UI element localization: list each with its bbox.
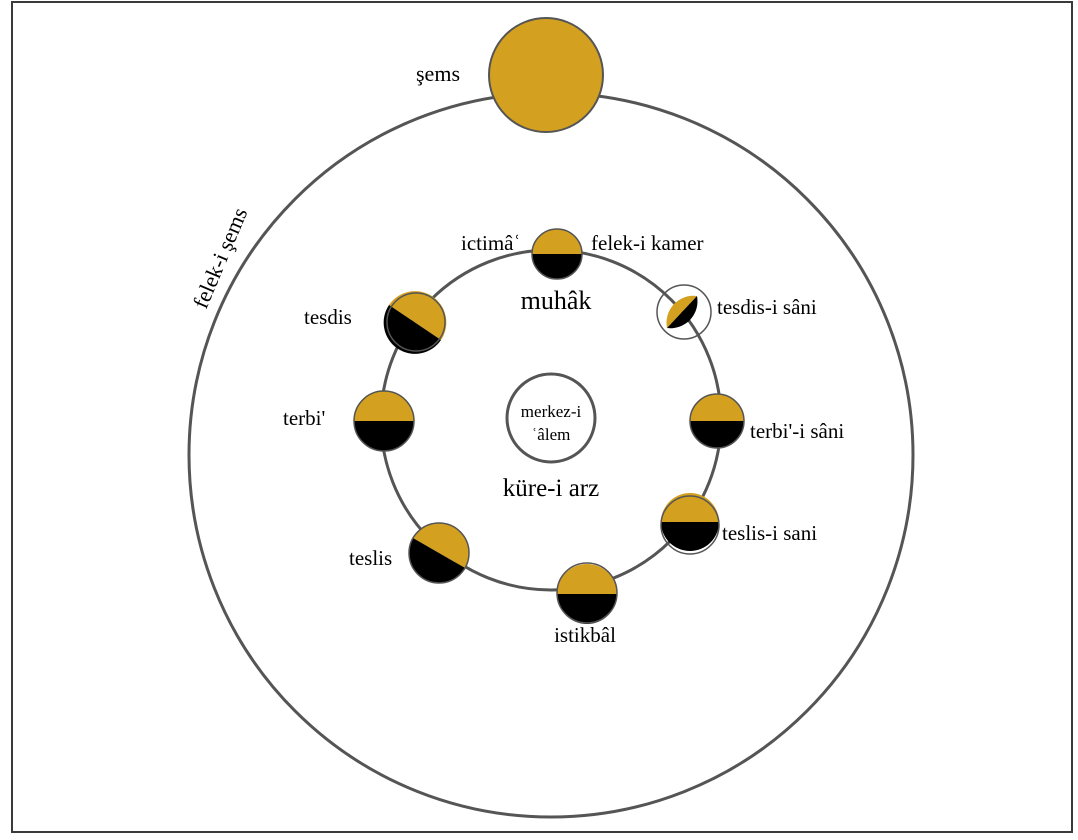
phase-label-tesdis: tesdis: [304, 305, 352, 329]
moon-orbit-label: felek-i kamer: [591, 231, 704, 255]
moon-teslis-sani: [660, 493, 720, 555]
muhak-label: muhâk: [521, 286, 592, 315]
earth-label-line1: merkez-i: [521, 402, 582, 421]
sun-orbit-label: felek-i şems: [188, 204, 253, 312]
phase-label-ictima: ictimâʿ: [461, 231, 520, 255]
phase-label-teslis: teslis: [349, 546, 392, 570]
phase-label-tesdis-sani: tesdis-i sâni: [717, 295, 817, 319]
phase-label-terbi: terbi': [283, 406, 325, 430]
moon-terbi: [353, 390, 415, 452]
phase-label-terbi-sani: terbi'-i sâni: [750, 419, 844, 443]
sun-label: şems: [416, 61, 460, 86]
moon-tesdis: [383, 291, 447, 354]
moon-terbi-sani: [689, 393, 745, 449]
earth-circle: [505, 372, 597, 464]
moon-istikbal: [556, 562, 618, 624]
moon-teslis: [408, 522, 470, 584]
moon-tesdis-sani: [656, 284, 712, 340]
earth-name-label: küre-i arz: [503, 475, 599, 502]
earth-label-line2: ʿâlem: [532, 425, 571, 444]
phase-label-istikbal: istikbâl: [554, 623, 616, 647]
sun-circle: [488, 17, 604, 133]
moon-ictima: [531, 228, 583, 280]
phase-label-teslis-sani: teslis-i sani: [722, 521, 817, 545]
